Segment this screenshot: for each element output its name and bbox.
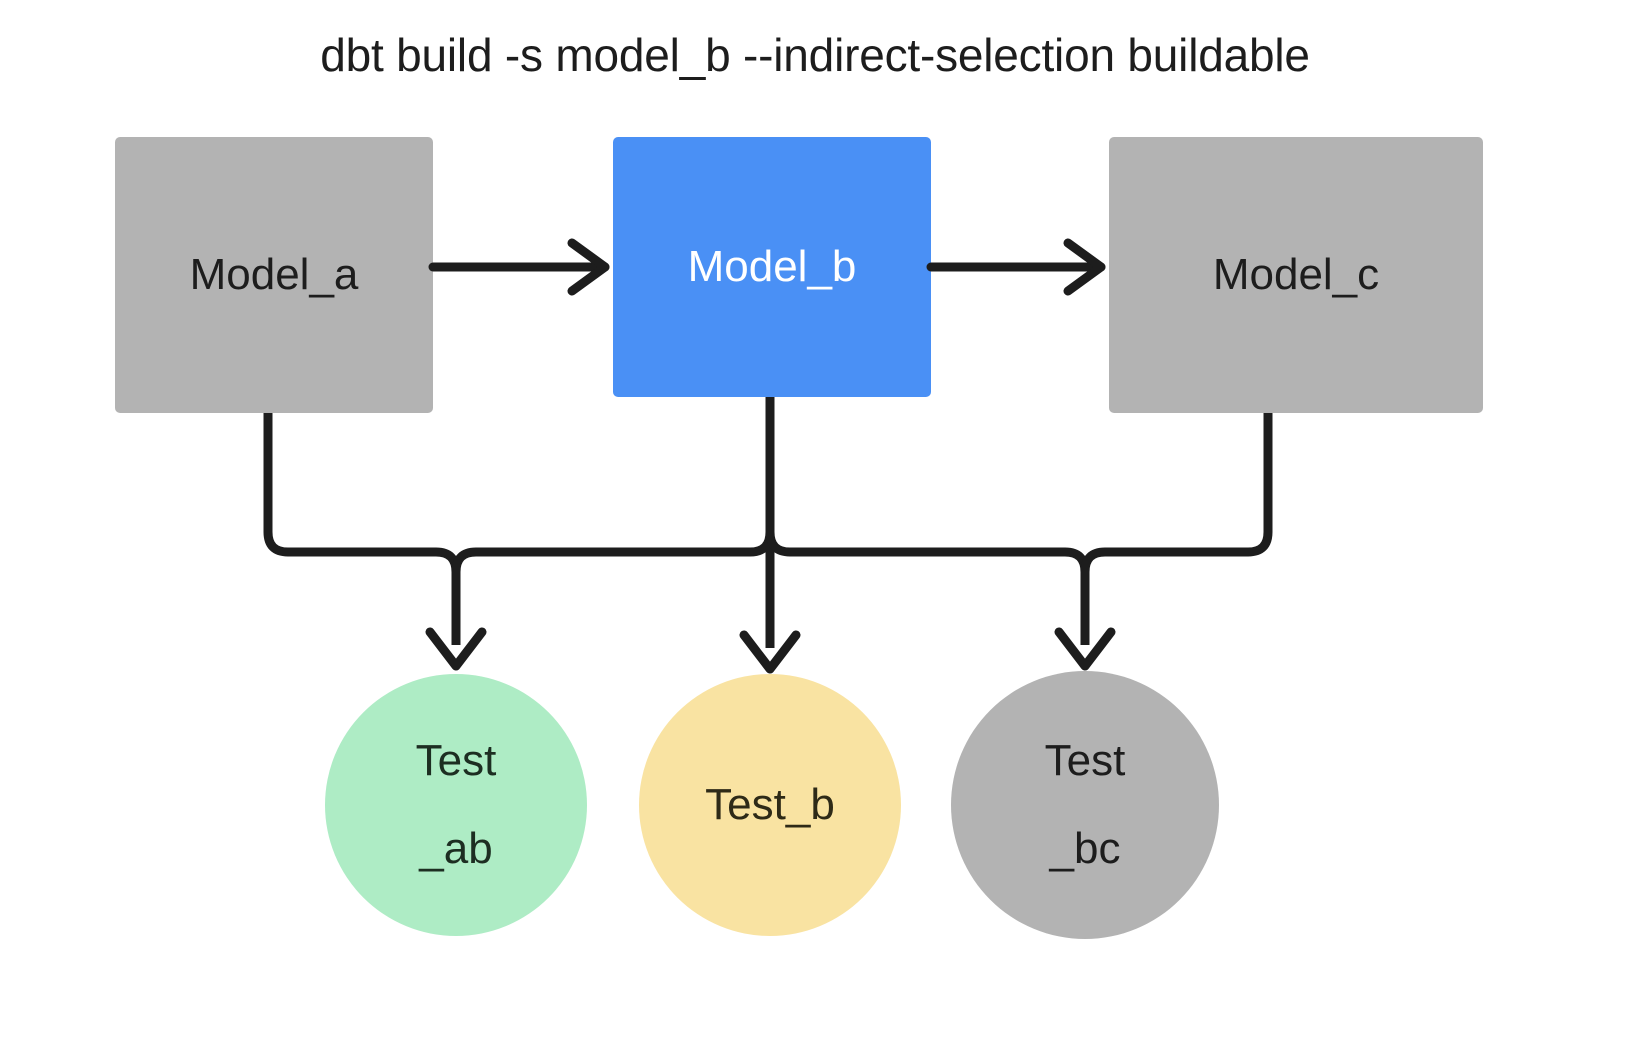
node-shape-model-a[interactable] (115, 137, 433, 413)
arrowhead-into-test-bc (1054, 627, 1116, 671)
arrowhead-into-test-ab (425, 627, 487, 671)
node-shape-model-b[interactable] (613, 137, 931, 397)
node-shape-test-ab[interactable] (325, 674, 587, 936)
node-shape-test-b[interactable] (639, 674, 901, 936)
node-shape-test-bc[interactable] (951, 671, 1219, 939)
diagram-title: dbt build -s model_b --indirect-selectio… (320, 29, 1310, 81)
arrowhead-model-b-to-model-c (1063, 238, 1106, 296)
edge-model-c-to-test-bc (1080, 413, 1273, 645)
arrowhead-model-a-to-model-b (567, 238, 610, 296)
arrowhead-into-test-b (739, 630, 801, 674)
node-shape-model-c[interactable] (1109, 137, 1483, 413)
edge-model-a-to-test-ab (263, 413, 461, 645)
edge-model-b-to-test-bc (765, 397, 1090, 645)
edge-model-b-to-test-ab (451, 397, 775, 645)
